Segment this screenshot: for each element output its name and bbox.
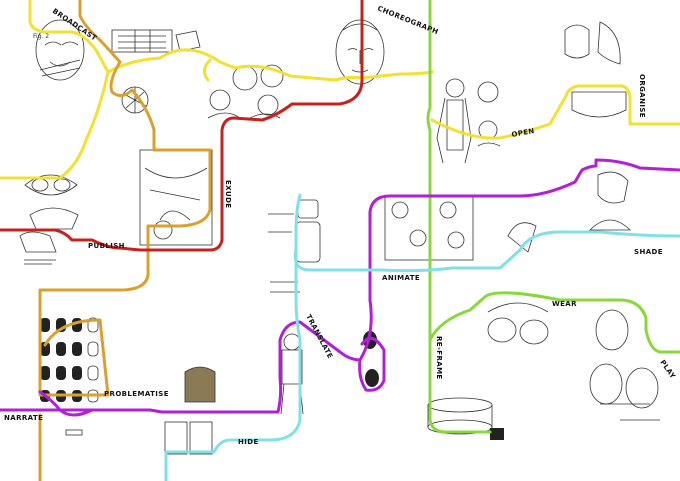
label-reframe: RE-FRAME (435, 336, 443, 380)
route-yellow-right (430, 84, 680, 140)
patent-drawing-wear-goggles (487, 302, 549, 345)
patent-drawing-mechanism (268, 199, 321, 293)
route-magenta (0, 158, 680, 417)
route-cyan (164, 193, 680, 481)
svg-text:Fig. 2: Fig. 2 (33, 33, 49, 40)
patent-drawing-play-heads (589, 309, 660, 421)
route-orange (38, 0, 212, 481)
patent-drawings: Fig. 2 (19, 19, 660, 455)
patent-drawing-headgear-top (111, 29, 201, 53)
patent-drawing-cylinder (427, 397, 504, 440)
label-exude: EXUDE (224, 180, 232, 208)
patent-drawing-face (335, 19, 385, 85)
label-shade: SHADE (634, 248, 663, 256)
patent-drawing-broadcast-head: Fig. 2 (33, 19, 85, 81)
route-yellow (0, 0, 434, 180)
label-hide: HIDE (238, 438, 259, 446)
patent-drawing-finger-grid (40, 317, 99, 436)
label-open: OPEN (511, 127, 535, 139)
label-publish: PUBLISH (88, 242, 125, 250)
patent-drawing-diagram-panel (139, 149, 213, 246)
route-red (0, 0, 364, 252)
label-play: PLAY (658, 359, 677, 381)
label-narrate: NARRATE (4, 414, 43, 422)
patent-drawing-goggle-mask (24, 174, 79, 230)
label-wear: WEAR (552, 300, 577, 308)
patent-drawing-goggles (363, 331, 379, 387)
patent-drawing-standing-figure (436, 78, 501, 164)
label-animate: ANIMATE (382, 274, 420, 282)
patent-drawing-handset (19, 231, 57, 265)
patent-drawing-visor (564, 21, 627, 118)
label-organise: ORGANISE (638, 74, 646, 118)
label-translate: TRANSLATE (304, 313, 334, 360)
patent-drawing-shade-device (507, 171, 631, 253)
route-green (426, 0, 680, 434)
label-broadcast: BROADCAST (51, 7, 98, 43)
patent-drawing-helmet (164, 366, 216, 455)
patent-drawing-head-cluster (207, 64, 284, 119)
label-problematise: PROBLEMATISE (104, 390, 169, 398)
